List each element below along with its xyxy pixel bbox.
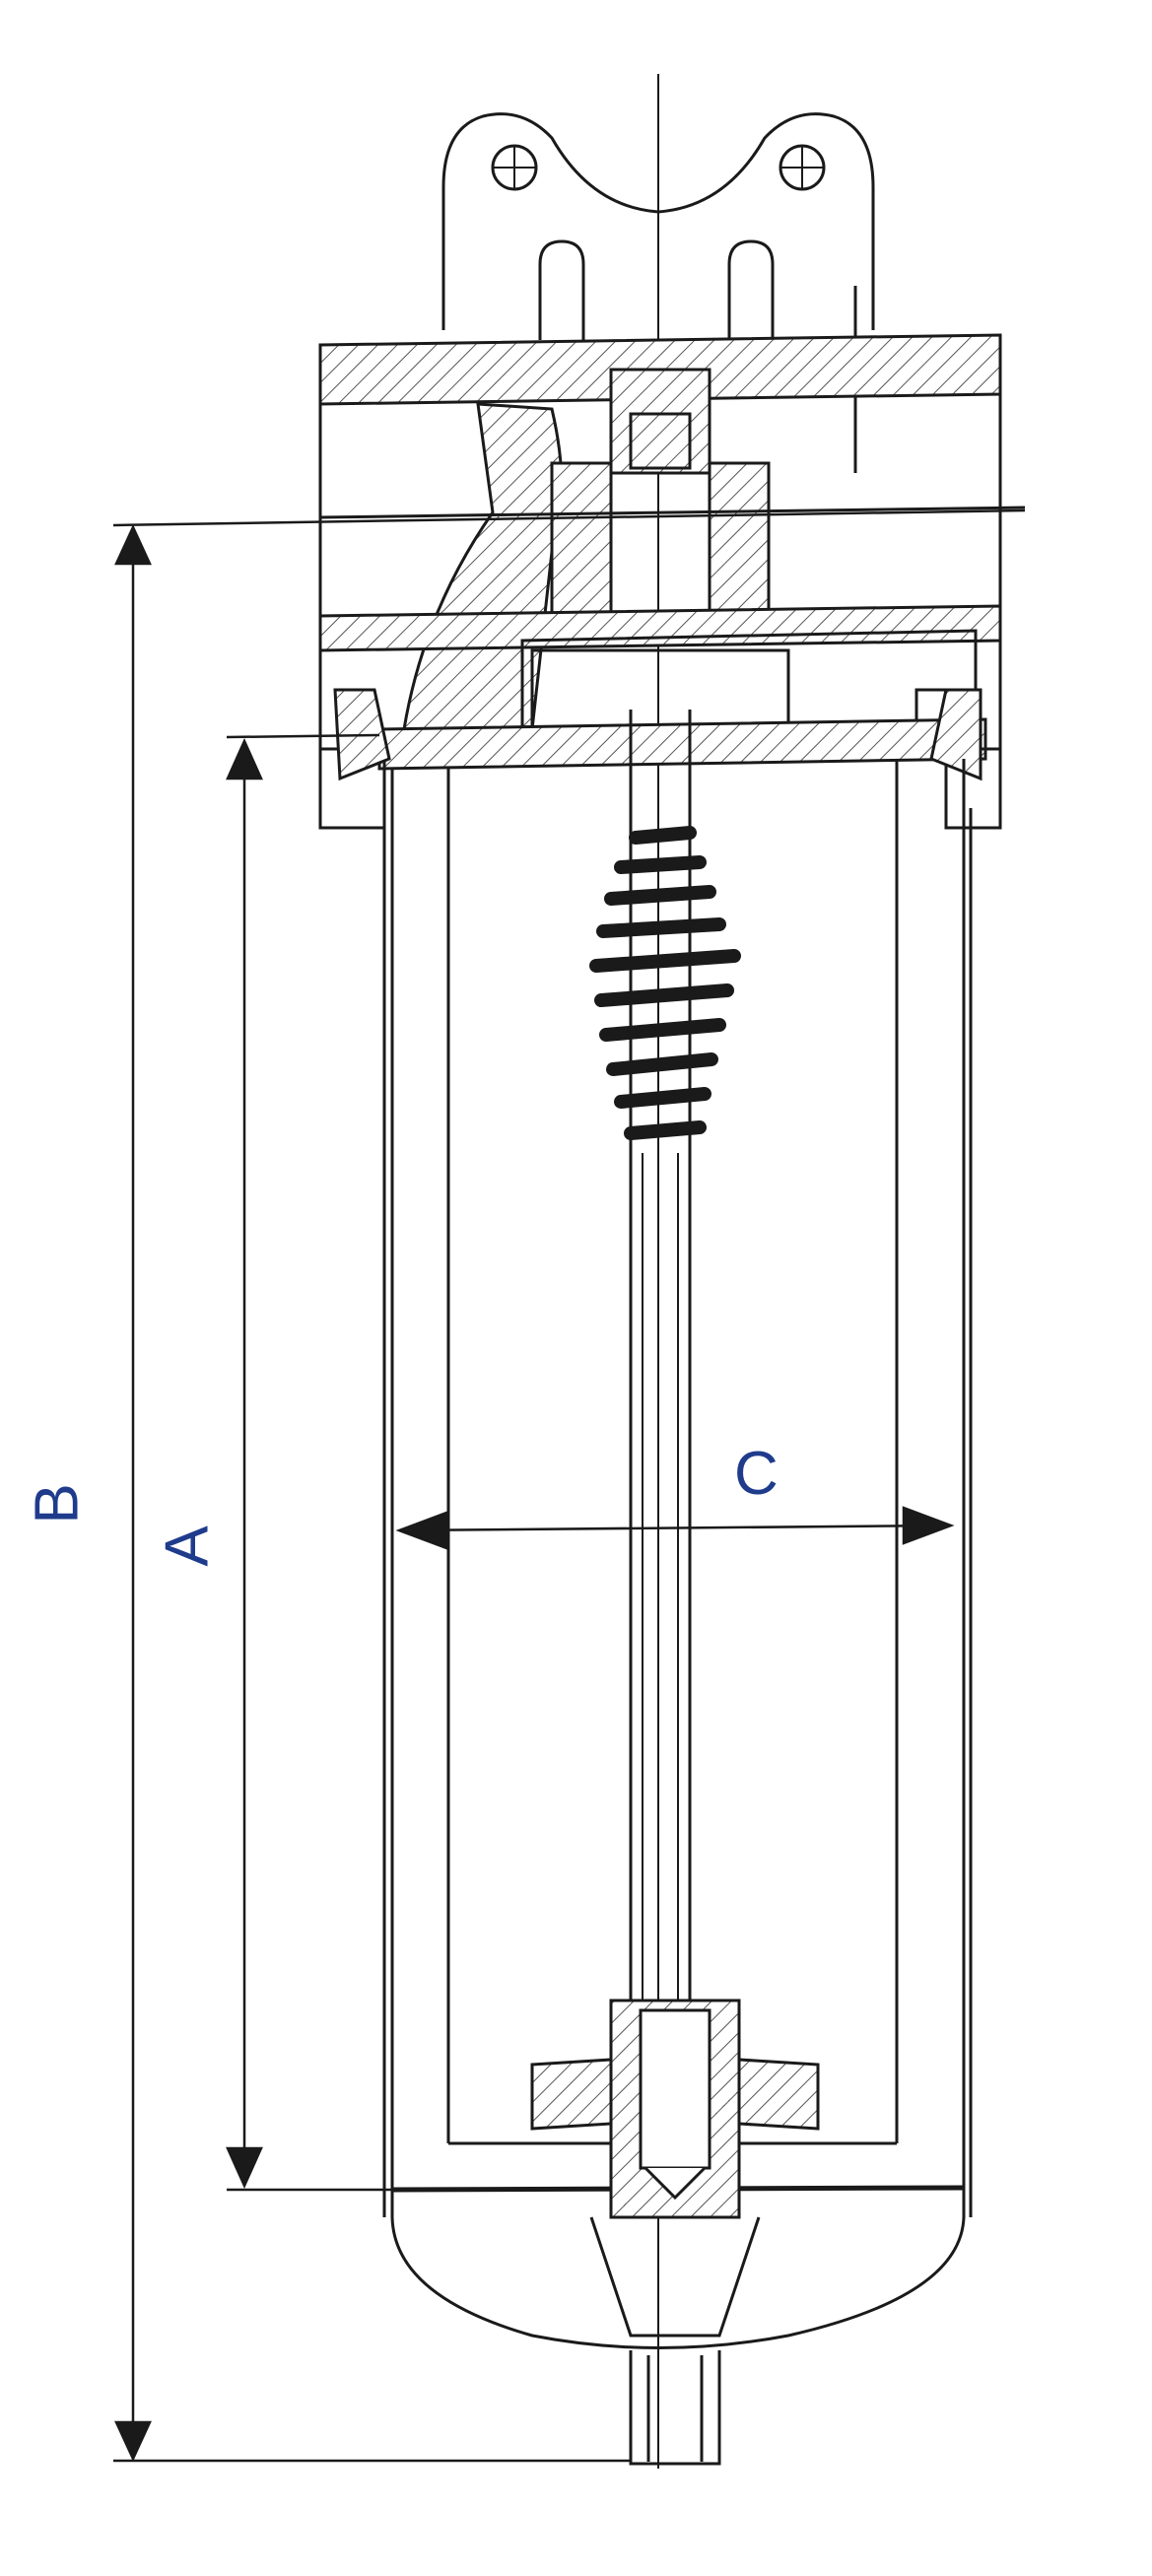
- filter-head: [318, 333, 1026, 771]
- bowl-clamp: [318, 631, 1002, 830]
- dimension-b: [112, 508, 1026, 2463]
- dimension-c-label: C: [734, 1440, 779, 1508]
- dimension-b-label: B: [23, 1483, 92, 1525]
- bottom-nut: [530, 1999, 820, 2338]
- dimension-a-label: A: [153, 1525, 222, 1567]
- dimension-c: [395, 1506, 955, 1550]
- dimension-a: [226, 733, 392, 2192]
- spring: [589, 826, 741, 1140]
